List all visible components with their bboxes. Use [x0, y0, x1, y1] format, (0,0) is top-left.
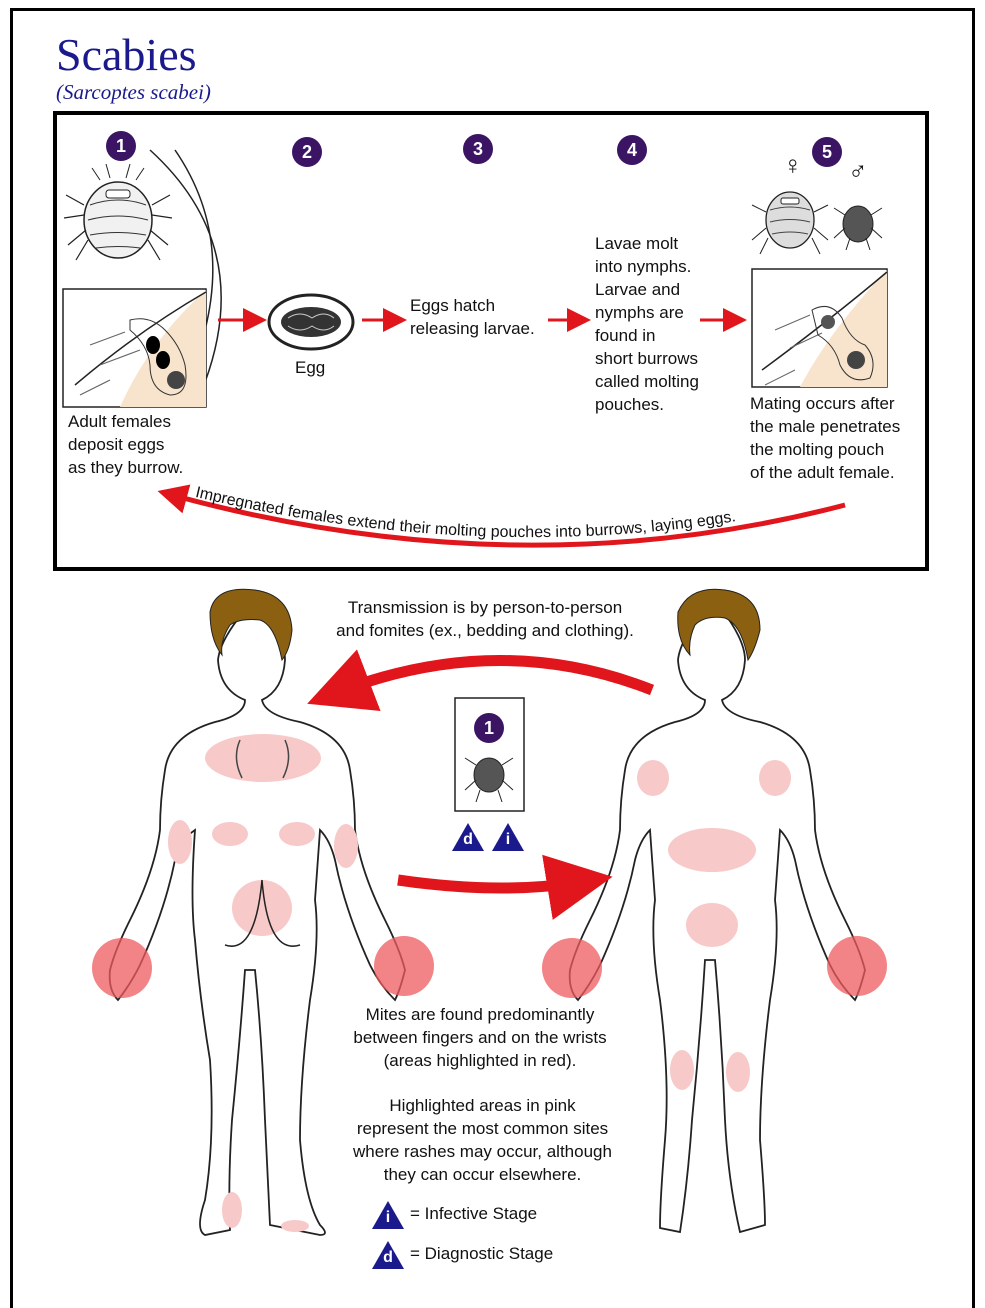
- transmission-text: Transmission is by person-to-person and …: [290, 596, 680, 642]
- legend-infective-badge: i: [371, 1200, 405, 1230]
- transmission-arrow-left: [338, 660, 652, 692]
- adult-female-mite-illustration: [64, 164, 172, 260]
- mating-burrow-illustration: [752, 269, 887, 387]
- stage-1-caption: Adult females deposit eggs as they burro…: [68, 410, 183, 479]
- stage-3-caption: Eggs hatch releasing larvae.: [410, 294, 535, 340]
- stage-1-marker: 1: [106, 131, 136, 161]
- female-symbol: ♀: [783, 154, 803, 177]
- rash-sites-note: Highlighted areas in pink represent the …: [330, 1094, 635, 1186]
- legend-diagnostic-badge: d: [371, 1240, 405, 1270]
- burrow-skin-illustration: [63, 289, 206, 407]
- diagnostic-stage-badge: d: [451, 822, 485, 852]
- stage-2-caption: Egg: [295, 356, 325, 379]
- transmission-stage-marker: 1: [474, 713, 504, 743]
- transmission-arrow-right: [398, 880, 580, 888]
- stage-4-marker: 4: [617, 135, 647, 165]
- egg-illustration: [269, 295, 353, 349]
- return-arrow-label: Impregnated females extend their molting…: [194, 484, 737, 541]
- stage-5-caption: Mating occurs after the male penetrates …: [750, 392, 900, 484]
- female-mite-illustration: [752, 192, 828, 254]
- male-symbol: ♂: [848, 160, 868, 183]
- legend-infective-label: = Infective Stage: [410, 1204, 537, 1224]
- stage-2-marker: 2: [292, 137, 322, 167]
- stage-4-caption: Lavae molt into nymphs. Larvae and nymph…: [595, 232, 699, 416]
- mites-location-note: Mites are found predominantly between fi…: [330, 1003, 630, 1072]
- infective-stage-badge: i: [491, 822, 525, 852]
- legend-diagnostic-label: = Diagnostic Stage: [410, 1244, 553, 1264]
- return-arrow-text: Impregnated females extend their molting…: [194, 484, 737, 541]
- stage-5-marker: 5: [812, 137, 842, 167]
- stage-3-marker: 3: [463, 134, 493, 164]
- male-mite-illustration: [834, 206, 882, 250]
